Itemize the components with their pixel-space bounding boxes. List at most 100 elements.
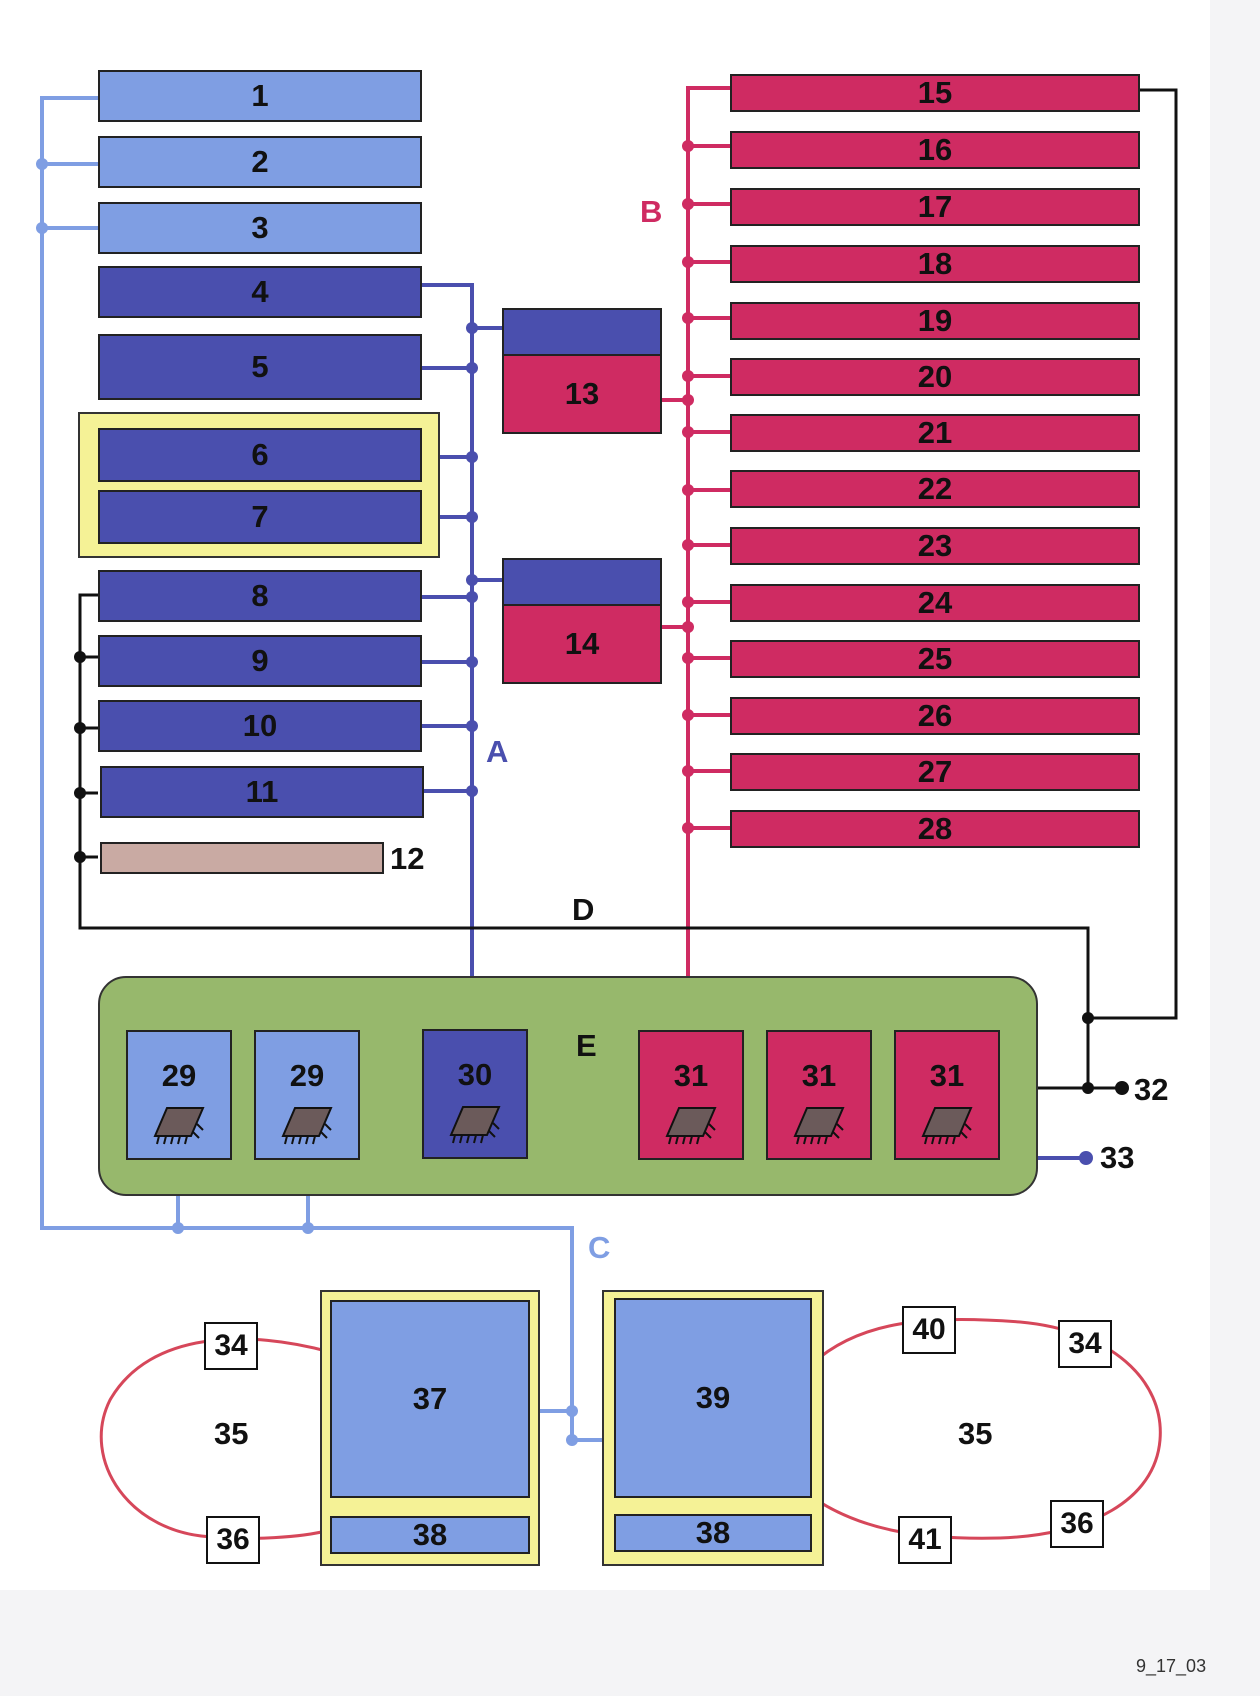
- module-15-label: 15: [917, 75, 953, 110]
- module-20-label: 20: [917, 359, 953, 394]
- unit-37-sub-label: 38: [412, 1517, 448, 1552]
- module-28-label: 28: [917, 811, 953, 846]
- module-22-label: 22: [917, 471, 953, 506]
- gateway-14-label: 14: [564, 626, 600, 661]
- module-5: 5: [98, 334, 422, 400]
- ecu-31-a-label: 31: [673, 1058, 709, 1093]
- chip-icon: [793, 1107, 845, 1145]
- module-17-label: 17: [917, 189, 953, 224]
- unit-39-label: 39: [695, 1380, 731, 1415]
- ecu-29-b: 29: [254, 1030, 360, 1160]
- module-26-label: 26: [917, 698, 953, 733]
- module-6: 6: [98, 428, 422, 482]
- module-10-label: 10: [242, 708, 278, 743]
- chip-icon: [921, 1107, 973, 1145]
- chip-icon: [281, 1107, 333, 1145]
- ring-node-34-left: 34: [204, 1322, 258, 1370]
- module-2: 2: [98, 136, 422, 188]
- terminal-33-label: 33: [1100, 1140, 1135, 1175]
- module-19-label: 19: [917, 303, 953, 338]
- bus-d-label: D: [572, 892, 595, 927]
- ring-node-36-left: 36: [206, 1516, 260, 1564]
- module-21-label: 21: [917, 415, 953, 450]
- module-11: 11: [100, 766, 424, 818]
- module-15: 15: [730, 74, 1140, 112]
- ecu-31-b-label: 31: [801, 1058, 837, 1093]
- module-4-label: 4: [251, 274, 269, 309]
- bus-c-label: C: [588, 1230, 611, 1265]
- module-7: 7: [98, 490, 422, 544]
- module-27: 27: [730, 753, 1140, 791]
- module-6-label: 6: [251, 437, 269, 472]
- module-25-label: 25: [917, 641, 953, 676]
- module-24-label: 24: [917, 585, 953, 620]
- figure-reference: 9_17_03: [1136, 1656, 1207, 1676]
- ecu-31-c: 31: [894, 1030, 1000, 1160]
- module-20: 20: [730, 358, 1140, 396]
- chip-icon: [449, 1106, 501, 1144]
- module-16: 16: [730, 131, 1140, 169]
- module-22: 22: [730, 470, 1140, 508]
- gateway-13-label: 13: [564, 376, 600, 411]
- bus-d-nodes: [74, 651, 1129, 1095]
- module-1: 1: [98, 70, 422, 122]
- module-24: 24: [730, 584, 1140, 622]
- module-8: 8: [98, 570, 422, 622]
- module-21: 21: [730, 414, 1140, 452]
- gateway-14: 14: [502, 604, 662, 684]
- ecu-29-b-label: 29: [289, 1058, 325, 1093]
- unit-37-sub: 38: [330, 1516, 530, 1554]
- ecu-31-c-label: 31: [929, 1058, 965, 1093]
- module-18: 18: [730, 245, 1140, 283]
- ecu-31-b: 31: [766, 1030, 872, 1160]
- unit-39-sub-label: 38: [695, 1515, 731, 1550]
- ring-node-36-right: 36: [1050, 1500, 1104, 1548]
- module-9: 9: [98, 635, 422, 687]
- module-26: 26: [730, 697, 1140, 735]
- module-11-label: 11: [245, 774, 279, 809]
- ring-node-34-right: 34: [1058, 1320, 1112, 1368]
- module-3-label: 3: [251, 210, 269, 245]
- gateway-14-head: [502, 558, 662, 606]
- gateway-13: 13: [502, 354, 662, 434]
- module-12-label: 12: [390, 841, 425, 876]
- module-16-label: 16: [917, 132, 953, 167]
- right-ring-label: 35: [958, 1416, 993, 1451]
- chip-icon: [153, 1107, 205, 1145]
- module-7-label: 7: [251, 499, 269, 534]
- module-27-label: 27: [917, 754, 953, 789]
- bus-d-lines: [78, 88, 1178, 1090]
- module-19: 19: [730, 302, 1140, 340]
- left-ring-label: 35: [214, 1416, 249, 1451]
- bus-e-label: E: [576, 1028, 597, 1063]
- module-25: 25: [730, 640, 1140, 678]
- unit-39: 39: [614, 1298, 812, 1498]
- bus-b-label: B: [640, 194, 663, 229]
- module-17: 17: [730, 188, 1140, 226]
- module-1-label: 1: [251, 78, 269, 113]
- module-10: 10: [98, 700, 422, 752]
- bus-a-label: A: [486, 734, 509, 769]
- chip-icon: [665, 1107, 717, 1145]
- ring-node-40: 40: [902, 1306, 956, 1354]
- module-28: 28: [730, 810, 1140, 848]
- bus-c-nodes: [36, 158, 578, 1446]
- module-4: 4: [98, 266, 422, 318]
- ecu-29-a-label: 29: [161, 1058, 197, 1093]
- ring-node-41: 41: [898, 1516, 952, 1564]
- unit-37: 37: [330, 1300, 530, 1498]
- gateway-13-head: [502, 308, 662, 356]
- ecu-31-a: 31: [638, 1030, 744, 1160]
- ecu-29-a: 29: [126, 1030, 232, 1160]
- module-3: 3: [98, 202, 422, 254]
- module-2-label: 2: [251, 144, 269, 179]
- module-12: [100, 842, 384, 874]
- ecu-30-label: 30: [457, 1057, 493, 1092]
- unit-37-label: 37: [412, 1381, 448, 1416]
- module-23-label: 23: [917, 528, 953, 563]
- module-9-label: 9: [251, 643, 269, 678]
- module-8-label: 8: [251, 578, 269, 613]
- module-18-label: 18: [917, 246, 953, 281]
- terminal-32-label: 32: [1134, 1072, 1169, 1107]
- unit-39-sub: 38: [614, 1514, 812, 1552]
